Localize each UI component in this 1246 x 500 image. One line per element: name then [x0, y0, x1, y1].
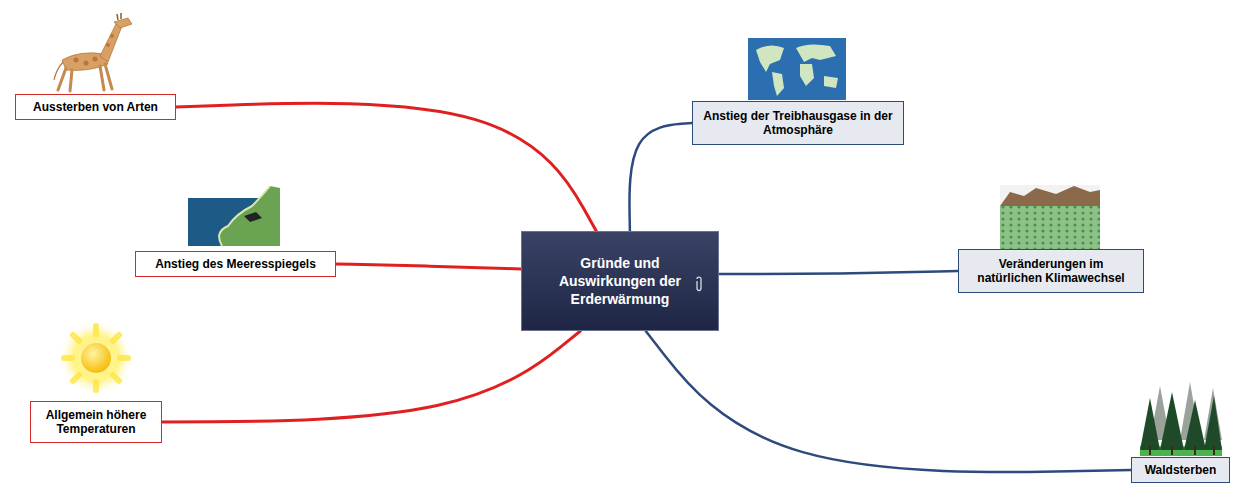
hills: [1000, 186, 1100, 208]
giraffe-neck: [100, 24, 122, 62]
sky: [1000, 185, 1100, 249]
branch-line: [162, 331, 580, 422]
topic-text: Gründe und Auswirkungen der Erderwärmung: [552, 254, 688, 309]
topic-text: Anstieg des Meeresspiegels: [155, 257, 316, 271]
giraffe-head: [114, 18, 132, 28]
lake: [244, 212, 262, 222]
giraffe-tail: [54, 62, 63, 80]
rice-field-icon: [1000, 185, 1100, 249]
world-map-icon: [748, 38, 846, 100]
shore: [219, 186, 270, 246]
central-topic: Gründe und Auswirkungen der Erderwärmung: [521, 231, 719, 331]
branch-line: [336, 264, 521, 269]
branch-line: [719, 271, 958, 274]
paperclip: [697, 277, 701, 290]
topic-text: Aussterben von Arten: [33, 100, 158, 114]
topic-text: Waldsterben: [1145, 463, 1217, 477]
cause-box: Anstieg der Treibhausgase in der Atmosph…: [692, 101, 904, 145]
front-trees: [1140, 392, 1222, 450]
sun-icon: [58, 320, 134, 396]
branch-line: [646, 331, 1131, 472]
sun-rays: [64, 326, 128, 390]
effect-box: Allgemein höhere Temperaturen: [30, 401, 162, 443]
trunks: [1150, 446, 1214, 455]
sun-disc: [81, 343, 111, 373]
coast-icon: [188, 186, 280, 246]
continents: [756, 44, 838, 96]
cause-box: Veränderungen im natürlichen Klimawechse…: [958, 249, 1144, 293]
ocean: [748, 38, 846, 100]
giraffe-icon: [54, 13, 132, 91]
giraffe-horns: [117, 13, 121, 20]
topic-text: Allgemein höhere Temperaturen: [38, 408, 154, 437]
topic-text: Anstieg der Treibhausgase in der Atmosph…: [700, 109, 896, 138]
effect-box: Aussterben von Arten: [15, 94, 176, 120]
giraffe-spots: [74, 34, 115, 66]
topic-text: Veränderungen im natürlichen Klimawechse…: [966, 257, 1136, 286]
branch-line: [629, 123, 692, 231]
sun-glow: [58, 320, 134, 396]
cause-box: Waldsterben: [1131, 457, 1230, 483]
land: [219, 186, 280, 246]
attachment-icon: [694, 276, 704, 292]
forest-icon: [1140, 382, 1222, 456]
giraffe-legs: [58, 64, 112, 91]
branch-line: [176, 103, 596, 231]
paddies: [1000, 206, 1100, 249]
effect-box: Anstieg des Meeresspiegels: [135, 251, 336, 277]
